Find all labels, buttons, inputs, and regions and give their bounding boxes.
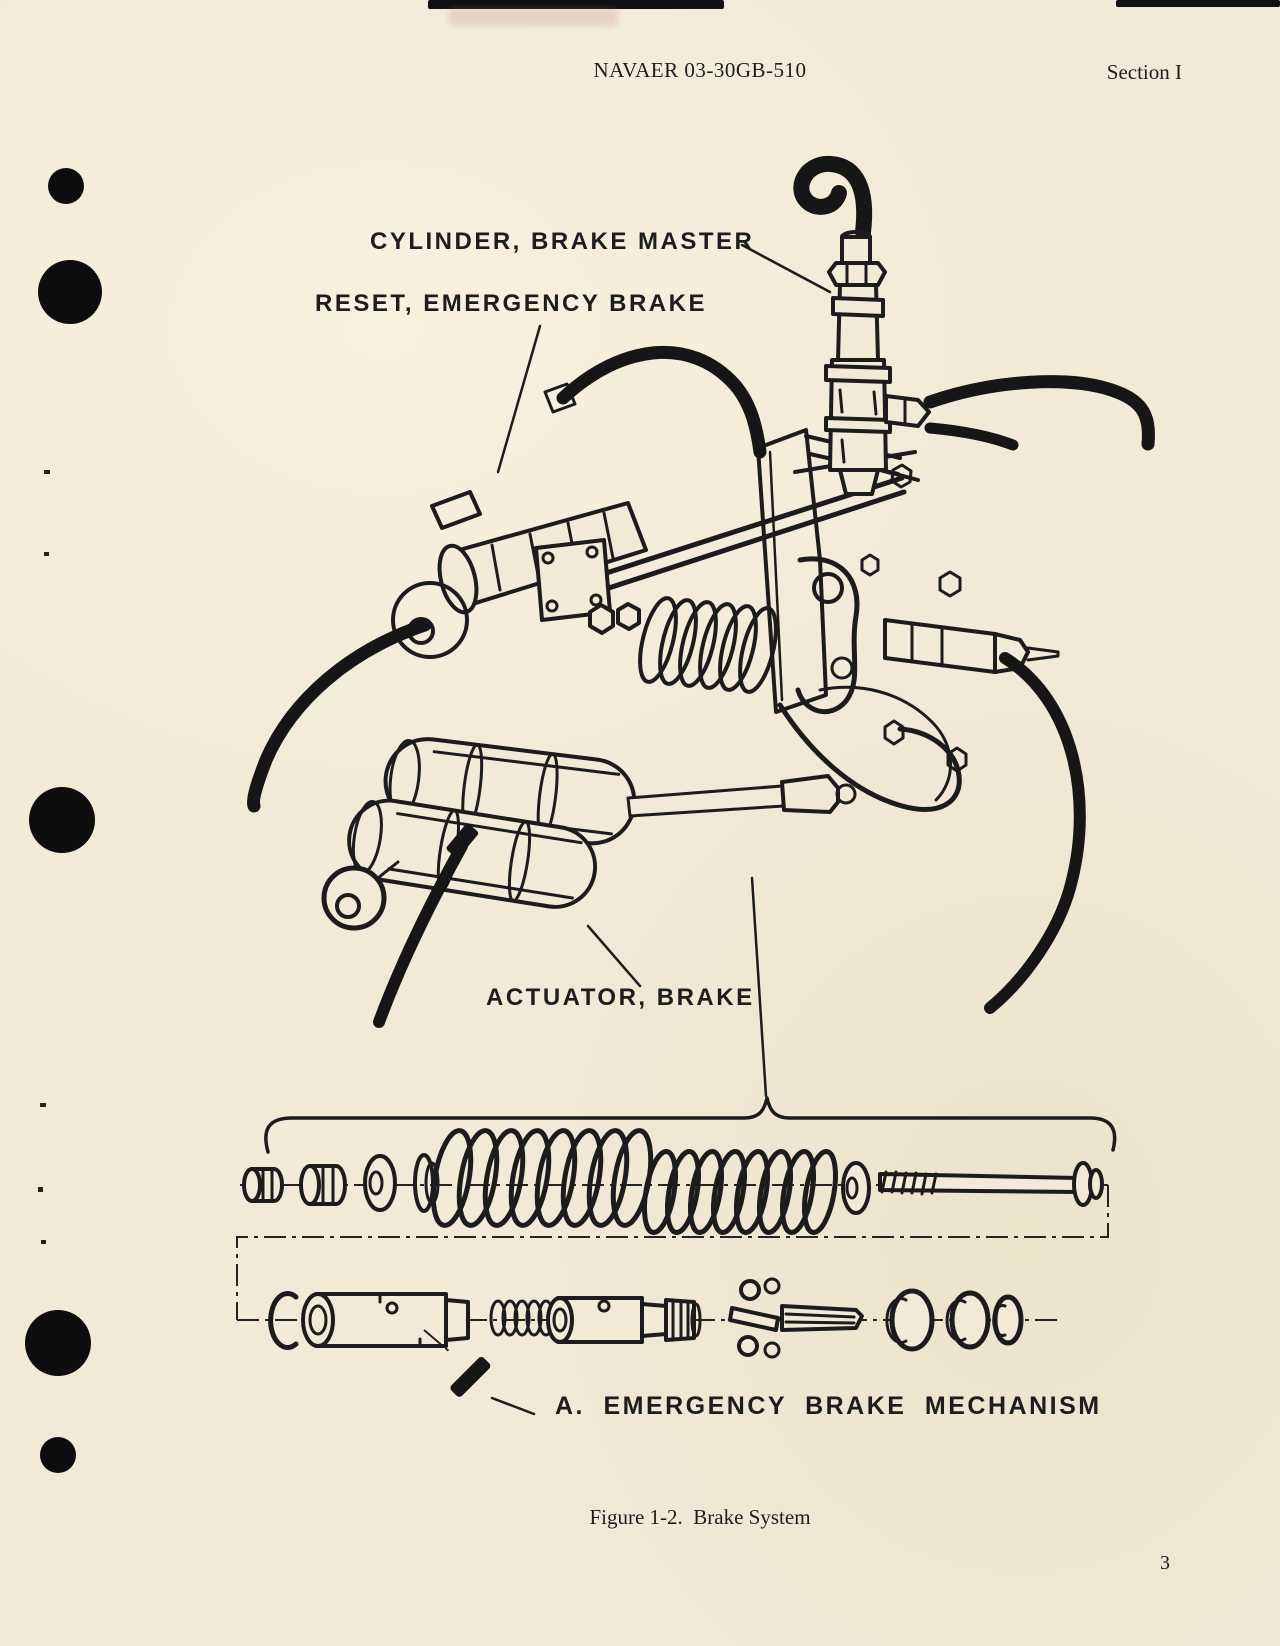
callout-leader-lines <box>496 243 832 1098</box>
exploded-row1-drawing <box>242 1128 1104 1235</box>
snap-ring <box>268 1291 299 1350</box>
reset-unit-drawing <box>391 382 648 659</box>
doc-number: NAVAER 03-30GB-510 <box>593 58 807 82</box>
coil-spring-small <box>641 1149 839 1235</box>
splined-shaft <box>780 1304 864 1332</box>
bolt <box>878 1161 1104 1207</box>
centerline-connector <box>236 1185 1109 1320</box>
scan-artifact-top-right <box>1116 0 1280 7</box>
seal-ring <box>992 1294 1024 1346</box>
punch-hole <box>40 1437 76 1473</box>
hose-drawing <box>247 345 1155 1028</box>
pin-and-ball-cluster <box>728 1277 781 1359</box>
brace <box>264 1096 1117 1154</box>
margin-tick <box>40 1103 46 1107</box>
sleeve-cylinder <box>301 1292 470 1348</box>
pin-drawing <box>423 1329 536 1416</box>
small-coil-spring <box>489 1299 555 1337</box>
hex-nut <box>299 1164 347 1206</box>
exploded-row2-drawing <box>268 1277 1024 1359</box>
washer <box>841 1161 871 1215</box>
margin-tick <box>38 1187 43 1192</box>
coil-spring-large <box>430 1128 654 1228</box>
section-label: Section I <box>1106 60 1182 84</box>
margin-tick <box>44 552 49 556</box>
mechanism-label: A. EMERGENCY BRAKE MECHANISM <box>555 1392 1102 1420</box>
master-cylinder-drawing <box>793 156 931 496</box>
washer <box>363 1154 397 1212</box>
callout-cylinder-brake-master: CYLINDER, BRAKE MASTER <box>370 228 755 255</box>
callout-actuator-brake: ACTUATOR, BRAKE <box>486 984 755 1011</box>
punch-hole <box>29 787 95 853</box>
frame-bracket-drawing <box>756 428 1060 812</box>
center-spring-drawing <box>588 596 778 694</box>
punch-hole <box>25 1310 91 1376</box>
scan-artifact-top-bar <box>428 0 724 9</box>
piston-cylinder <box>546 1296 702 1344</box>
seal-ring <box>945 1290 991 1350</box>
seal-ring <box>885 1288 935 1352</box>
figure-caption: Figure 1-2. Brake System <box>589 1505 811 1529</box>
punch-hole <box>38 260 102 324</box>
margin-tick <box>44 470 50 474</box>
punch-hole <box>48 168 84 204</box>
page-number: 3 <box>1160 1552 1170 1574</box>
hex-nut <box>242 1167 284 1203</box>
margin-tick <box>41 1240 46 1244</box>
scan-smudge <box>448 8 618 26</box>
callout-reset-emergency-brake: RESET, EMERGENCY BRAKE <box>315 290 707 317</box>
actuator-drawing <box>321 737 857 931</box>
